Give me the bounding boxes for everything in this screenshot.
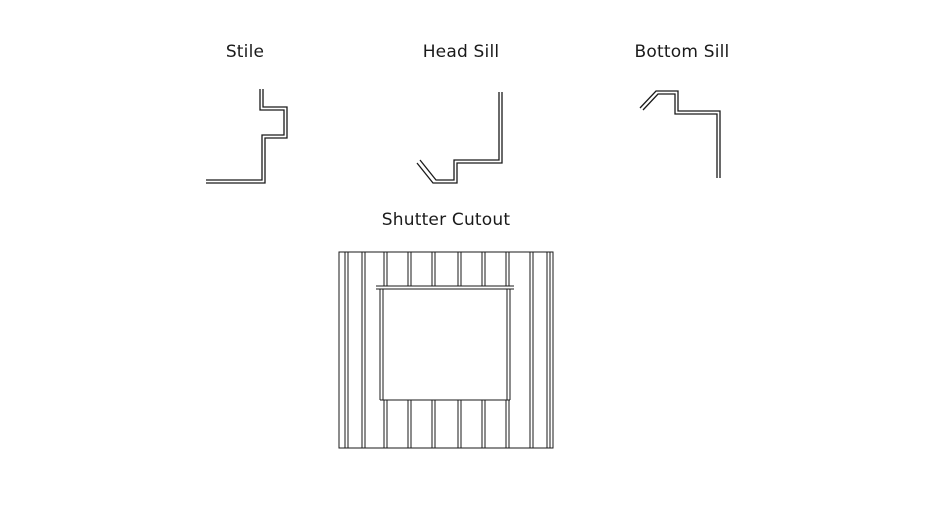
left-slat-lines xyxy=(344,252,366,448)
head-sill-profile-inner xyxy=(416,92,503,184)
bottom-sill-profile-inner xyxy=(642,93,718,178)
bottom-slat-lines xyxy=(383,400,510,448)
right-slat-lines xyxy=(529,252,551,448)
head-sill-label: Head Sill xyxy=(422,42,500,62)
head-sill-profile xyxy=(416,92,503,184)
stile-profile xyxy=(206,89,288,184)
stile-profile-outer xyxy=(206,89,285,181)
bottom-sill-profile xyxy=(639,90,721,178)
shutter-cutout-label: Shutter Cutout xyxy=(381,210,511,230)
bottom-sill-profile-outer xyxy=(639,90,721,178)
bottom-sill-label: Bottom Sill xyxy=(634,42,730,62)
stile-profile-inner xyxy=(206,89,288,184)
shutter-panel-outline xyxy=(338,251,554,449)
head-sill-profile-outer xyxy=(419,92,500,181)
shutter-cutout-drawing xyxy=(338,251,554,449)
top-slat-lines xyxy=(383,252,510,286)
stile-label: Stile xyxy=(225,42,265,62)
